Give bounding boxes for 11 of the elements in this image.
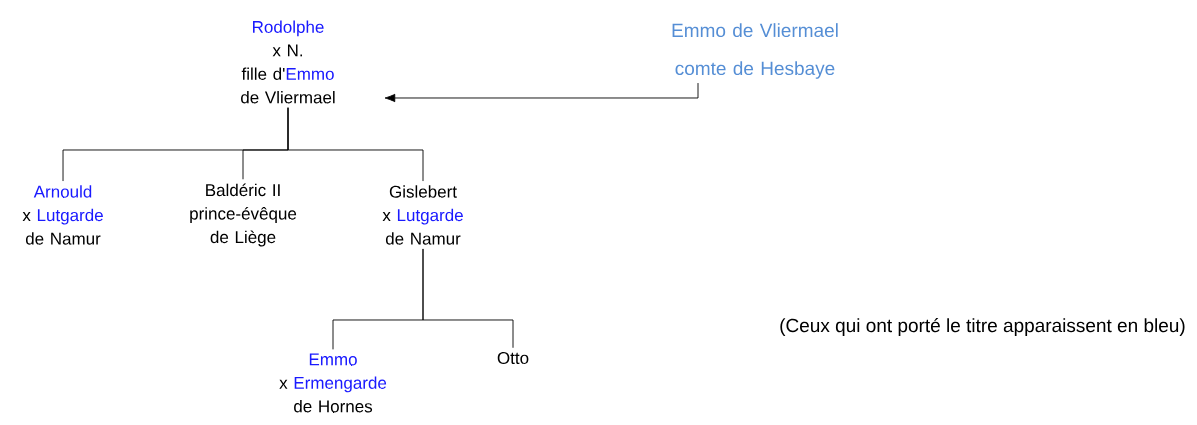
person-entry: Baldéric II prince-évêque de Liège	[190, 183, 297, 247]
person-entry: Arnould x Lutgarde de Namur	[22, 185, 103, 245]
note-text: (Ceux qui ont porté le titre apparaissent en bleu)	[780, 318, 1185, 336]
person-entry: Gislebert x Lutgarde de Namur	[382, 185, 463, 245]
person-entry: Otto	[497, 351, 529, 364]
person-entry: Rodolphe x N. fille d'Emmo de Vliermael	[241, 20, 335, 104]
person-entry: Emmo de Vliermael comte de Hesbaye	[672, 23, 838, 79]
person-entry: Emmo x Ermengarde de Hornes	[279, 353, 387, 413]
arrow	[384, 82, 699, 103]
tree-connector	[422, 248, 514, 349]
tree-connector	[287, 107, 424, 182]
